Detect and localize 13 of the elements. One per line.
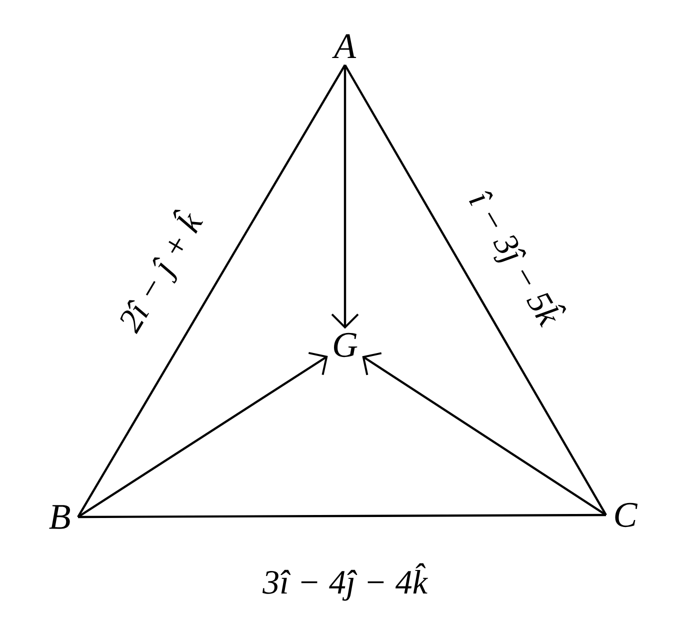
vertex-label: A <box>332 34 356 58</box>
edge-label: î − 3ĵ − 5k̂ <box>468 191 566 328</box>
arrow <box>77 352 328 518</box>
triangle-side <box>77 64 346 518</box>
edge-label: 3î − 4ĵ − 4k̂ <box>262 563 428 601</box>
vertex-label: B <box>49 505 70 529</box>
arrow <box>362 352 607 516</box>
triangle-side <box>78 514 606 518</box>
triangle-side <box>344 64 607 516</box>
vertex-label: G <box>334 332 358 358</box>
vertex-label: C <box>615 502 638 528</box>
edge-label: 2î − ĵ + k̂ <box>120 210 204 334</box>
arrow <box>331 65 359 329</box>
